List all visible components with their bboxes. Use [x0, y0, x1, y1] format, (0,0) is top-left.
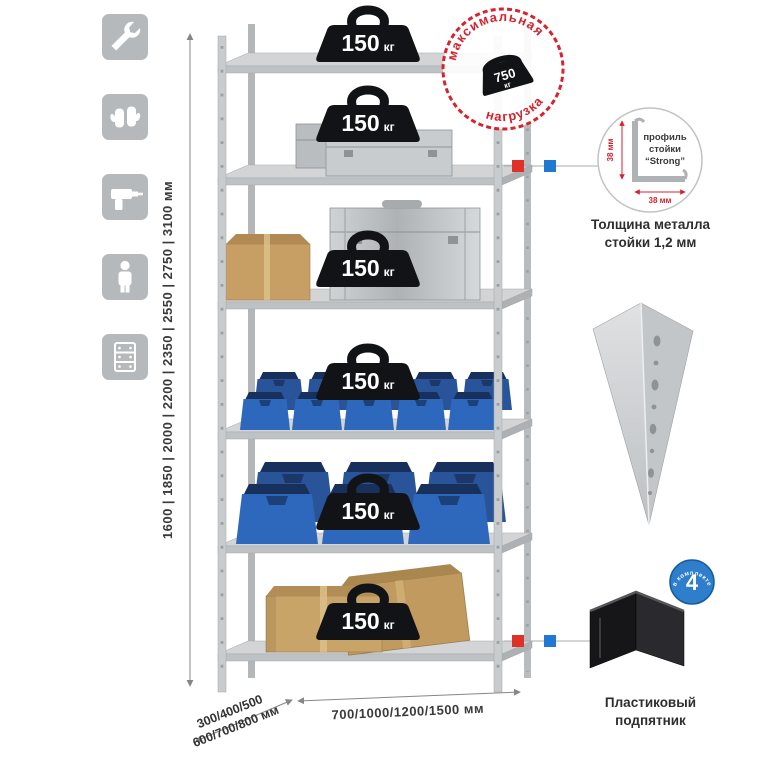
gloves-icon: [102, 94, 148, 140]
svg-text:4: 4: [686, 570, 699, 595]
angle-post-image: [592, 302, 694, 526]
plastic-foot-image: 4 в комплекте: [589, 559, 715, 669]
svg-text:38 мм: 38 мм: [606, 138, 615, 161]
svg-text:профиль: профиль: [643, 132, 687, 143]
rack-icon: [102, 334, 148, 380]
stamp-weight-badge: 750 кг: [482, 54, 534, 96]
dimension-lines: 1600 | 1850 | 2000 | 2200 | 2350 | 2550 …: [160, 33, 521, 742]
svg-text:кг: кг: [503, 80, 512, 91]
blue-marker-square: [544, 635, 556, 647]
blue-marker-square: [544, 160, 556, 172]
drill-icon: [102, 174, 148, 220]
svg-text:38 мм: 38 мм: [649, 196, 672, 205]
profile-caption: Толщина металла стойки 1,2 мм: [590, 217, 711, 250]
foot-caption: Пластиковый подпятник: [604, 695, 697, 728]
svg-text:стойки: стойки: [649, 144, 681, 155]
width-dimension-label: 700/1000/1200/1500 мм: [331, 701, 484, 723]
post-perforations: [648, 335, 661, 495]
svg-text:“Strong”: “Strong”: [645, 156, 685, 167]
max-load-stamp: максимальная нагрузка 750 кг: [423, 0, 584, 149]
person-icon: [102, 254, 148, 300]
red-marker-square: [512, 635, 524, 647]
wrench-icon: [102, 14, 148, 60]
rack-back-posts: [248, 24, 531, 678]
svg-text:750: 750: [492, 65, 517, 85]
cardboard-box: [225, 234, 311, 301]
callout-connectors: [504, 160, 598, 647]
quantity-badge: 4 в комплекте: [669, 559, 715, 605]
height-dimension-label: 1600 | 1850 | 2000 | 2200 | 2350 | 2550 …: [160, 181, 175, 539]
red-marker-square: [512, 160, 524, 172]
post-profile-callout: 38 мм 38 мм профиль стойки “Strong”: [597, 107, 703, 213]
profile-cross-section: [632, 121, 685, 182]
